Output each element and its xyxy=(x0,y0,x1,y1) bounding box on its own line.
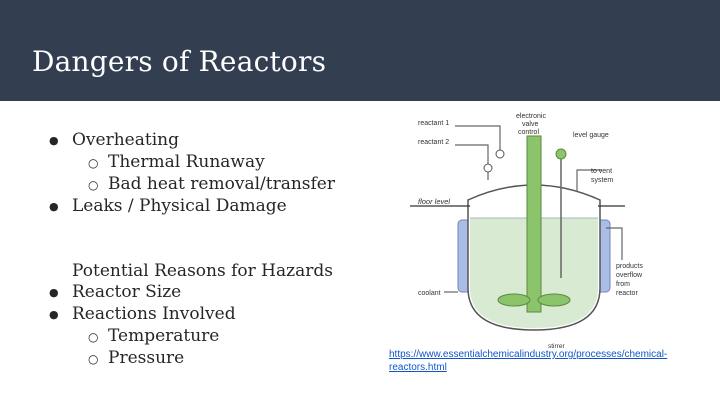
bullet-list: ● Overheating ○ Thermal Runaway ○ Bad he… xyxy=(49,130,335,368)
reactant1-pipe xyxy=(455,125,501,150)
stirrer-paddle-right xyxy=(537,293,571,307)
bullet-text: Reactor Size xyxy=(72,282,182,302)
svg-text:from: from xyxy=(616,281,630,288)
level-gauge-icon xyxy=(555,148,567,160)
reactant2-pipe xyxy=(455,144,489,180)
source-link[interactable]: https://www.essentialchemicalindustry.or… xyxy=(389,349,668,373)
bullet-marker: ● xyxy=(49,286,59,299)
stirrer-paddle-left xyxy=(497,293,531,307)
overflow-pipe xyxy=(606,227,623,260)
sub-bullet-text: Bad heat removal/transfer xyxy=(108,174,335,194)
sub-bullet-text: Pressure xyxy=(108,348,185,368)
vent-pipe xyxy=(576,169,602,192)
bullet-marker: ● xyxy=(49,308,59,321)
reactor-diagram: reactant 1 reactant 2 electronic valve c… xyxy=(410,113,643,350)
label-overflow: products xyxy=(616,263,643,270)
label-reactant1: reactant 1 xyxy=(418,120,449,127)
valve-icon xyxy=(495,149,505,159)
label-reactant2: reactant 2 xyxy=(418,139,449,146)
label-level-gauge: level gauge xyxy=(573,132,609,139)
svg-text:reactor: reactor xyxy=(616,290,638,297)
bullet-marker: ● xyxy=(49,200,59,213)
title-bar: Dangers of Reactors xyxy=(0,0,720,101)
svg-text:system: system xyxy=(591,177,613,184)
sub-bullet-text: Temperature xyxy=(108,326,220,346)
label-floor: floor level xyxy=(418,197,450,206)
stirrer-shaft xyxy=(526,135,542,313)
bullet-text: Reactions Involved xyxy=(72,304,236,324)
label-vent: to vent xyxy=(591,168,612,175)
svg-text:control: control xyxy=(518,129,539,136)
valve-icon xyxy=(483,163,493,173)
svg-text:overflow: overflow xyxy=(616,272,643,279)
label-stirrer: stirrer xyxy=(548,343,565,350)
bullet-text: Overheating xyxy=(72,130,179,150)
sub-bullet-text: Thermal Runaway xyxy=(108,152,265,172)
section-heading: Potential Reasons for Hazards xyxy=(72,261,333,281)
label-valve: electronic xyxy=(516,113,546,120)
sub-bullet-marker: ○ xyxy=(88,330,99,344)
sub-bullet-marker: ○ xyxy=(88,178,99,192)
svg-text:valve: valve xyxy=(522,121,538,128)
label-coolant: coolant xyxy=(418,290,441,297)
bullet-marker: ● xyxy=(49,134,59,147)
sub-bullet-marker: ○ xyxy=(88,352,99,366)
slide-title: Dangers of Reactors xyxy=(32,45,327,78)
bullet-text: Leaks / Physical Damage xyxy=(72,196,287,216)
sub-bullet-marker: ○ xyxy=(88,156,99,170)
